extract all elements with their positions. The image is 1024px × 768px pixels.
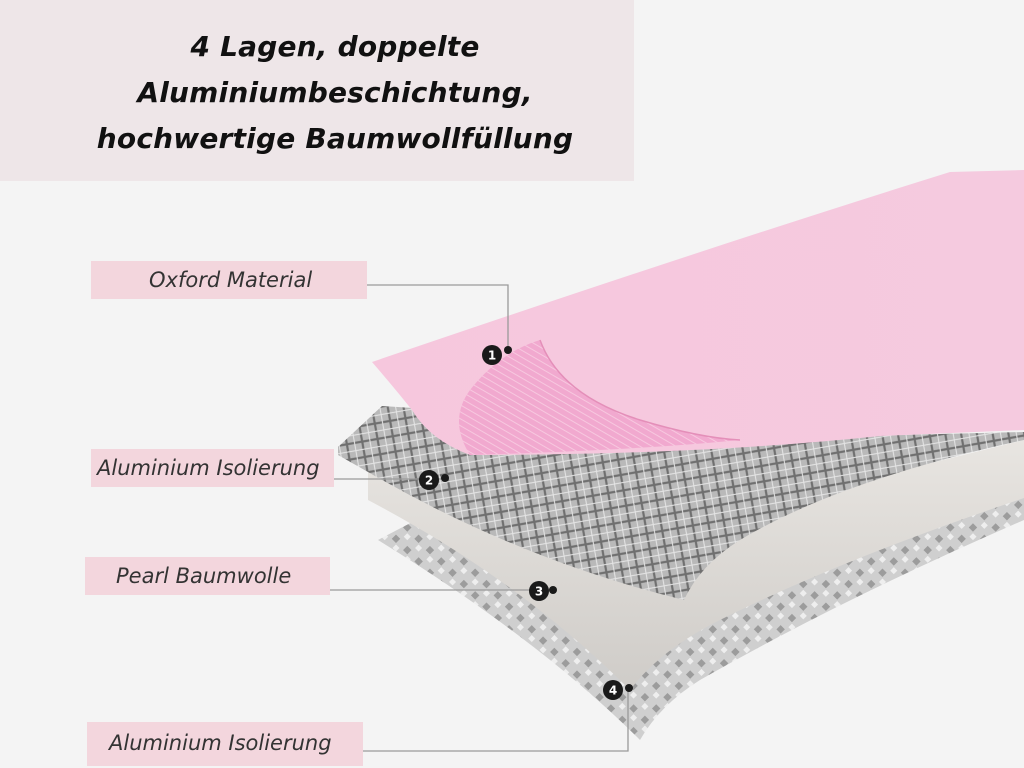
marker-3-number: 3	[535, 585, 543, 599]
label-aluminium-isolierung-bottom: Aluminium Isolierung	[87, 722, 363, 766]
label-oxford-material: Oxford Material	[91, 261, 367, 299]
label-aluminium-isolierung-top: Aluminium Isolierung	[91, 449, 334, 487]
marker-3: 3	[527, 578, 561, 604]
leader-line-4	[363, 689, 628, 751]
marker-1: 1	[480, 342, 514, 368]
marker-4: 4	[601, 677, 635, 703]
marker-4-number: 4	[609, 684, 617, 698]
label-pearl-baumwolle: Pearl Baumwolle	[85, 557, 330, 595]
marker-1-number: 1	[488, 349, 496, 363]
marker-2: 2	[417, 467, 451, 493]
marker-2-number: 2	[425, 474, 433, 488]
